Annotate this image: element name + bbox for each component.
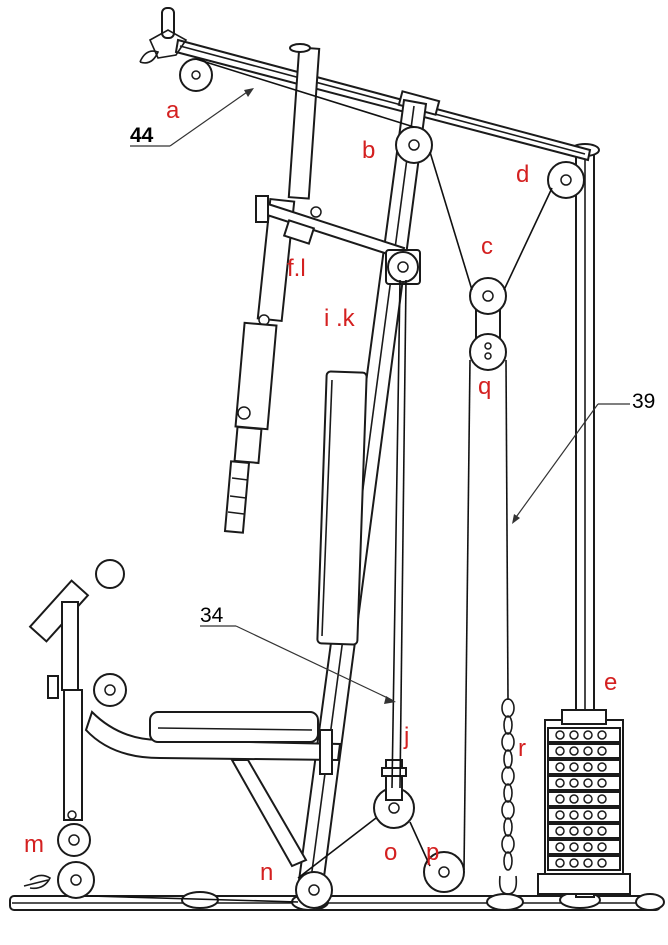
cable-system: [89, 58, 553, 903]
plate-hole: [569, 826, 579, 836]
plate-hole: [597, 858, 607, 868]
plate-hole: [569, 842, 579, 852]
label-a: a: [166, 97, 180, 124]
label-j: j: [403, 723, 409, 750]
plate-hole: [555, 746, 565, 756]
floating-pulley-block: [469, 277, 507, 371]
plate-hole: [555, 842, 565, 852]
plate-hole: [555, 826, 565, 836]
plate-hole: [597, 746, 607, 756]
plate-hole: [583, 778, 593, 788]
label-fl: f.l: [287, 255, 306, 282]
plate-hole: [555, 730, 565, 740]
plate-hole: [583, 810, 593, 820]
plate-hole: [597, 762, 607, 772]
chain-link: [503, 851, 513, 871]
label-n: n: [260, 859, 273, 886]
plate-hole: [555, 794, 565, 804]
label-c: c: [481, 233, 493, 260]
pulley-q: [469, 333, 507, 371]
plate-hole: [583, 762, 593, 772]
callout-34: 34: [200, 604, 224, 627]
plate-hole: [583, 730, 593, 740]
label-q: q: [478, 373, 491, 400]
back-pad: [316, 370, 368, 646]
press-arm: [223, 43, 321, 534]
plate-hole: [569, 746, 579, 756]
label-d: d: [516, 161, 529, 188]
label-o: o: [384, 839, 397, 866]
plate-hole: [555, 778, 565, 788]
callout-leaders: [130, 88, 630, 704]
label-p: p: [426, 839, 439, 866]
cross-link-bracket: [255, 195, 406, 260]
plate-hole: [597, 810, 607, 820]
chain-link: [503, 817, 513, 837]
chain-link: [503, 783, 513, 803]
top-handle-assembly: [139, 7, 188, 64]
plate-hole: [597, 778, 607, 788]
plate-hole: [583, 826, 593, 836]
chain-link: [503, 715, 513, 735]
plate-hole: [569, 794, 579, 804]
plate-hole: [569, 730, 579, 740]
label-b: b: [362, 137, 375, 164]
chain-hook: [498, 875, 518, 895]
plate-hole: [569, 810, 579, 820]
leg-extension-station: [28, 559, 342, 868]
plate-hole: [597, 842, 607, 852]
label-m: m: [24, 831, 44, 858]
label-ik: i .k: [324, 305, 356, 332]
chain-link: [501, 766, 515, 786]
chain-link: [503, 749, 513, 769]
plate-hole: [569, 762, 579, 772]
plate-hole: [583, 842, 593, 852]
plate-hole: [555, 858, 565, 868]
ankle-handle: [23, 874, 52, 890]
plate-hole: [583, 746, 593, 756]
plate-hole: [555, 762, 565, 772]
plate-hole: [583, 794, 593, 804]
plate-hole: [569, 858, 579, 868]
callout-39: 39: [632, 390, 655, 413]
chain-link: [501, 834, 515, 854]
label-r: r: [518, 735, 526, 762]
label-e: e: [604, 669, 617, 696]
plate-hole: [597, 794, 607, 804]
chain-link: [501, 732, 515, 752]
plate-hole: [569, 778, 579, 788]
plate-hole: [555, 810, 565, 820]
callout-44: 44: [130, 124, 154, 147]
plate-hole: [597, 826, 607, 836]
top-arm: [174, 38, 592, 162]
chain-link: [501, 800, 515, 820]
plate-hole: [583, 858, 593, 868]
chain-r: [498, 698, 518, 895]
plate-hole: [597, 730, 607, 740]
chain-link: [501, 698, 515, 718]
weight-stack: [537, 709, 631, 895]
